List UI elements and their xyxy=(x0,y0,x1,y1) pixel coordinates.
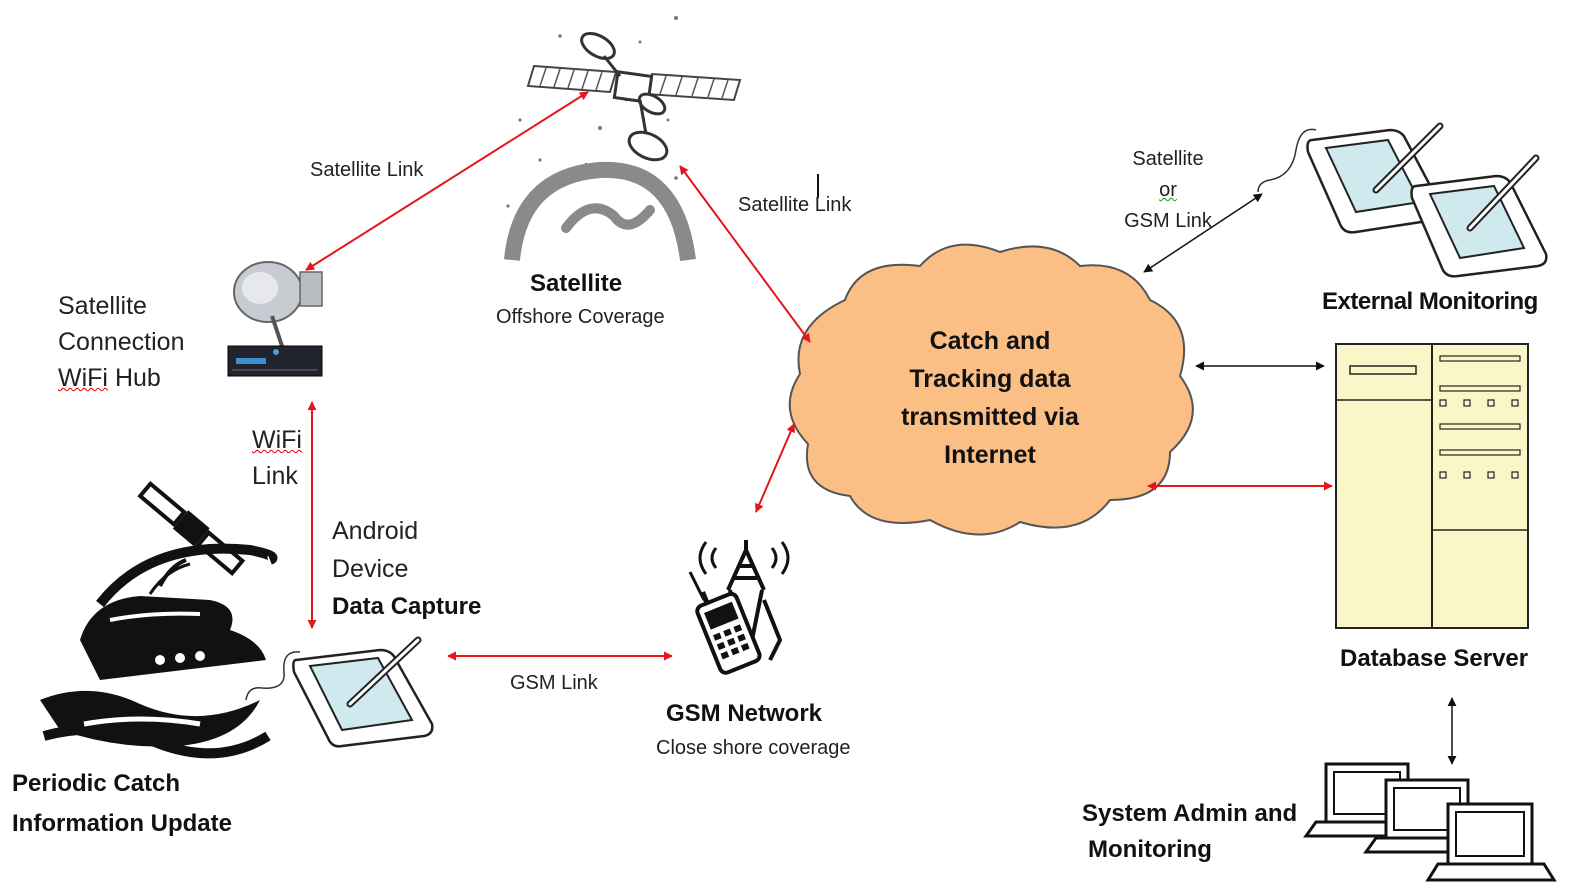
satellite-icon xyxy=(504,16,742,262)
cloud-icon xyxy=(788,243,1194,536)
cell-tower-icon xyxy=(688,540,790,675)
link-arrows xyxy=(305,91,1457,765)
boat-icon xyxy=(40,480,278,759)
satellite-subtitle: Offshore Coverage xyxy=(496,306,665,328)
database-server-title: Database Server xyxy=(1340,645,1529,672)
link-label-wifi: WiFi Link xyxy=(252,426,302,490)
satellite-dish-icon xyxy=(227,261,323,377)
hub-label: Satellite Connection WiFi Hub xyxy=(58,292,185,392)
gsm-title: GSM Network xyxy=(666,700,823,727)
laptop-icon xyxy=(1425,802,1557,882)
tablet-icon xyxy=(1257,122,1444,234)
link-label-external: Satellite or GSM Link xyxy=(1124,148,1212,232)
external-monitoring-title: External Monitoring xyxy=(1322,288,1538,315)
tablet-icon xyxy=(1410,154,1548,278)
android-label: Android Device Data Capture xyxy=(332,517,482,620)
server-rack-icon xyxy=(1335,343,1529,629)
admin-label: System Admin and Monitoring xyxy=(1082,800,1298,863)
satellite-title: Satellite xyxy=(530,270,623,297)
vessel-label: Periodic Catch Information Update xyxy=(12,770,232,837)
link-label-satellite-hub: Satellite Link xyxy=(310,159,424,181)
cloud-label: Catch and Tracking data transmitted via … xyxy=(901,327,1079,469)
gsm-subtitle: Close shore coverage xyxy=(656,737,851,759)
link-label-satellite-cloud: Satellite Link xyxy=(738,194,852,216)
link-label-gsm: GSM Link xyxy=(510,672,598,694)
tablet-icon xyxy=(245,636,434,748)
